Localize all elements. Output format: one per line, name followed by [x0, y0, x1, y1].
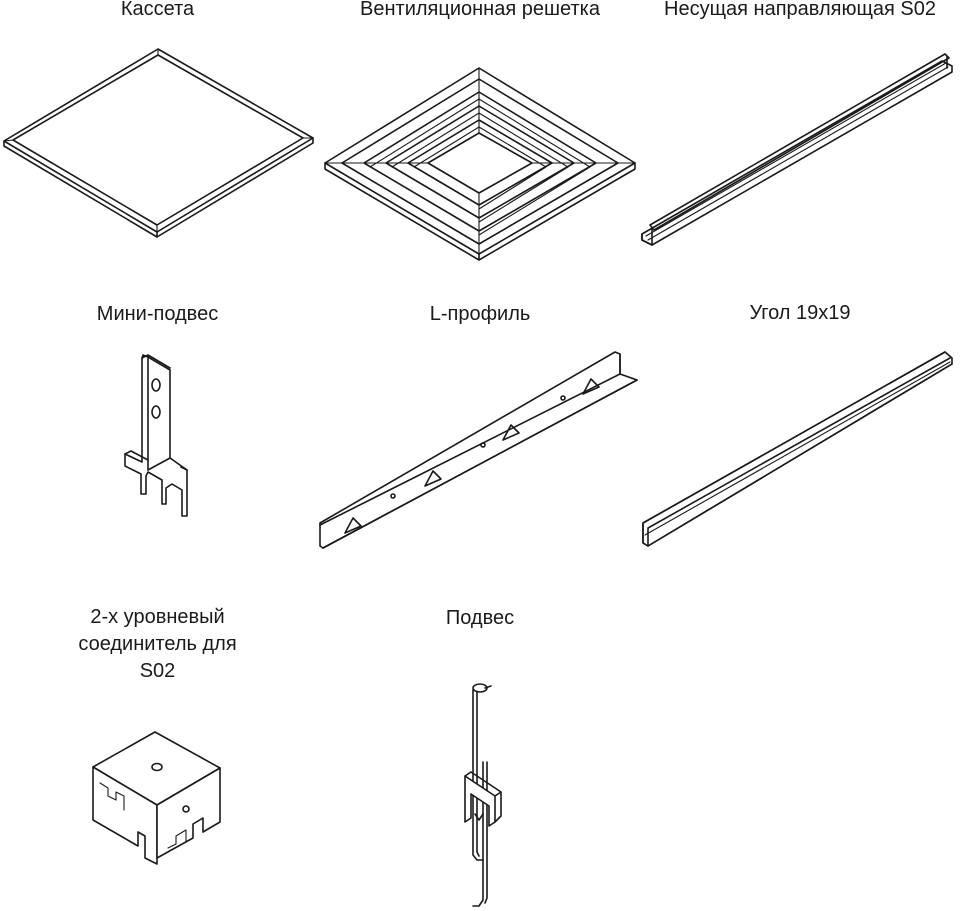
item-label: Вентиляционная решетка: [360, 0, 600, 20]
ventilation-grille-icon: [324, 67, 636, 261]
item-main-runner-s02: Несущая направляющая S02: [640, 0, 960, 300]
item-ventilation-grille: Вентиляционная решетка: [320, 0, 640, 300]
item-label: Несущая направляющая S02: [664, 0, 936, 20]
angle-19x19-icon: [642, 351, 953, 547]
main-runner-s02-icon: [641, 53, 953, 246]
item-two-level-connector: 2-х уровневый соединитель для S02: [0, 600, 315, 911]
l-profile-icon: [319, 351, 638, 549]
ceiling-cassette-icon: [3, 48, 314, 238]
item-label: Мини-подвес: [96, 303, 219, 325]
item-mini-hanger: Мини-подвес: [0, 300, 315, 600]
item-label: 2-х уровневый соединитель для S02: [78, 606, 237, 682]
item-cassette: Кассета: [0, 0, 315, 300]
item-label: Кассета: [120, 0, 195, 20]
mini-hanger-icon: [124, 354, 188, 517]
rod-hanger-icon: [464, 683, 502, 907]
item-angle-19x19: Угол 19x19: [640, 300, 960, 600]
item-label: L-профиль: [429, 303, 531, 325]
item-l-profile: L-профиль: [315, 300, 645, 600]
item-label: Подвес: [445, 607, 515, 629]
two-level-connector-icon: [92, 731, 221, 865]
item-label: Угол 19x19: [749, 302, 851, 324]
item-rod-hanger: Подвес: [315, 600, 645, 911]
